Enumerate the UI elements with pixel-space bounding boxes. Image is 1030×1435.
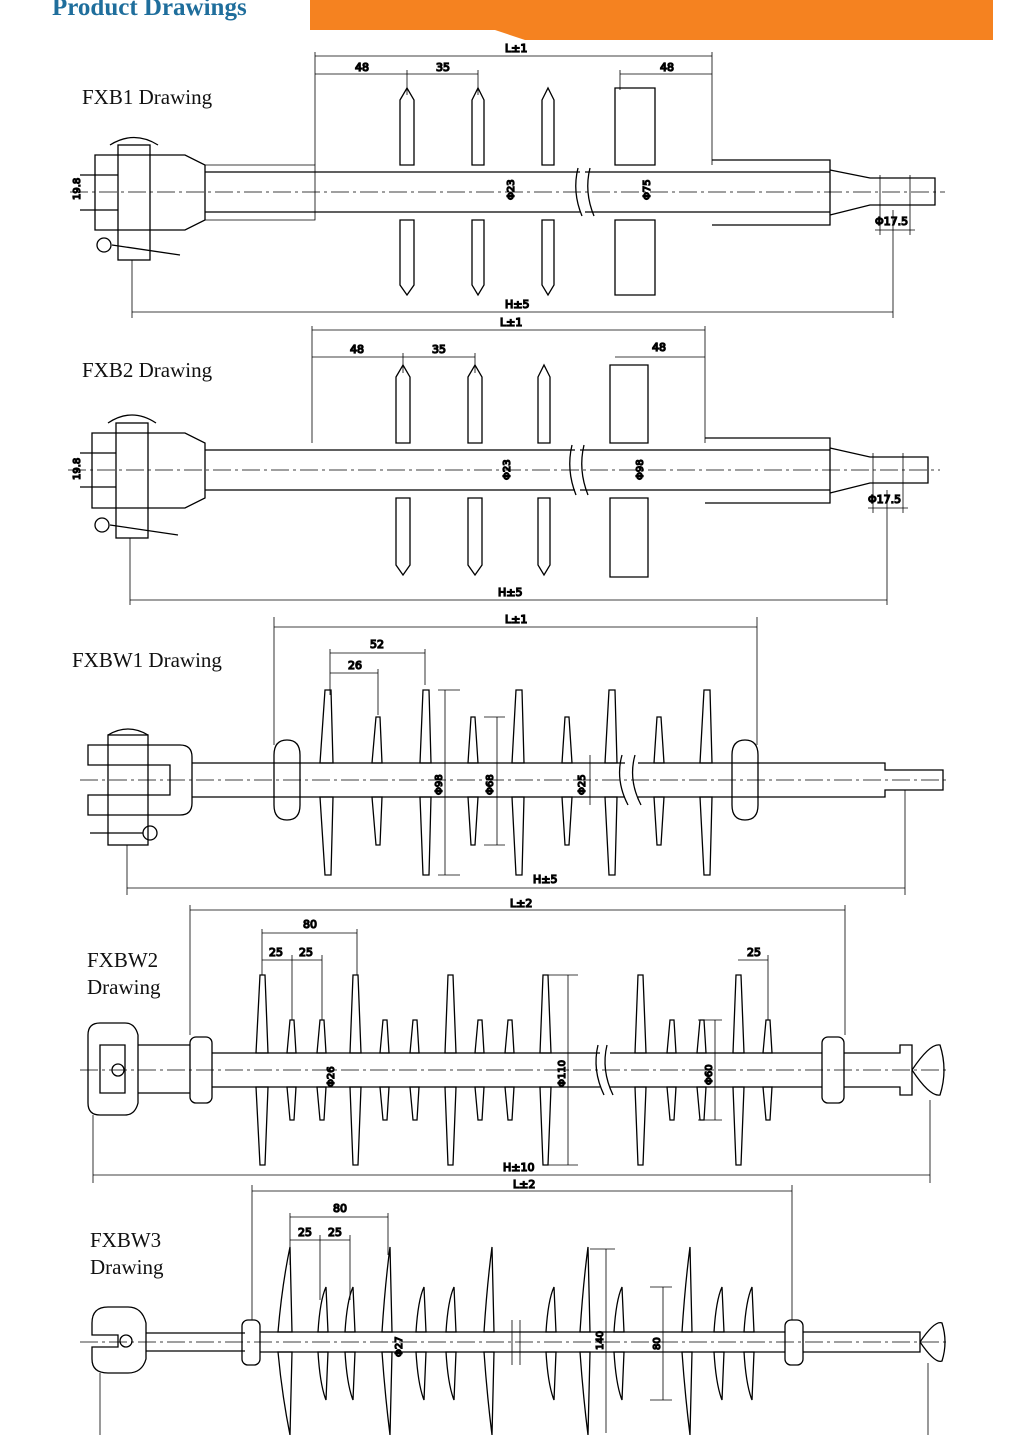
dim-b: 26 <box>348 659 362 672</box>
fxbw2-drawing: L±2 80 25 25 25 <box>80 896 950 1183</box>
dim-c: 25 <box>299 946 313 959</box>
dim-length: L±2 <box>513 1178 535 1191</box>
dim-b: 35 <box>436 61 450 74</box>
dim-shed2: Φ60 <box>704 1064 715 1085</box>
label-line: Drawing <box>90 1255 164 1279</box>
section-label: FXBW3 Drawing <box>90 1227 163 1281</box>
dim-shed: Φ98 <box>635 459 646 480</box>
dim-end: Φ17.5 <box>868 493 901 506</box>
dim-height: H±5 <box>533 873 558 886</box>
dim-b: 35 <box>432 343 446 356</box>
dim-shed: Φ75 <box>642 179 653 200</box>
page-title: Product Drawings <box>52 0 247 21</box>
dim-end: Φ17.5 <box>875 215 908 228</box>
dim-c: 48 <box>660 61 674 74</box>
fxb1-drawing: L±1 48 35 48 19.8 Φ23 Φ75 <box>70 41 945 318</box>
dim-length: L±1 <box>505 613 527 626</box>
dim-shed2: 80 <box>652 1337 663 1350</box>
dim-shed2: Φ68 <box>485 774 496 795</box>
dim-pin: 19.8 <box>72 178 83 200</box>
label-line: FXBW2 <box>87 948 159 972</box>
section-label: FXBW2 Drawing <box>87 947 160 1001</box>
section-label: FXBW1 Drawing <box>72 648 222 672</box>
dim-a: 48 <box>355 61 369 74</box>
header-accent-bar <box>310 0 993 40</box>
fxbw3-section: FXBW3 Drawing L±2 80 25 25 <box>0 1175 1030 1435</box>
dim-a: 52 <box>370 638 384 651</box>
dim-c: 25 <box>328 1226 342 1239</box>
dim-shed1: 140 <box>595 1331 606 1350</box>
dim-c: 48 <box>652 341 666 354</box>
fxbw2-section: FXBW2 Drawing L±2 80 25 25 25 <box>0 895 1030 1185</box>
section-label: FXB1 Drawing <box>82 85 213 109</box>
section-label: FXB2 Drawing <box>82 358 213 382</box>
dim-height: H±5 <box>498 586 523 599</box>
dim-length: L±2 <box>510 897 532 910</box>
fxbw1-drawing: L±1 52 26 <box>80 612 948 895</box>
dim-rod: Φ25 <box>577 774 588 795</box>
dim-shed1: Φ98 <box>434 774 445 795</box>
dim-a: 80 <box>303 918 317 931</box>
dim-rod: Φ23 <box>506 179 517 200</box>
dim-shed1: Φ110 <box>557 1060 568 1087</box>
dim-b: 25 <box>298 1226 312 1239</box>
dim-rod: Φ26 <box>326 1066 337 1087</box>
label-line: FXBW3 <box>90 1228 162 1252</box>
dim-d: 25 <box>747 946 761 959</box>
dim-rod: Φ27 <box>394 1336 405 1357</box>
dim-pin: 19.8 <box>72 458 83 480</box>
fxbw3-drawing: L±2 80 25 25 <box>80 1177 950 1435</box>
dim-a: 48 <box>350 343 364 356</box>
dim-length: L±1 <box>500 316 522 329</box>
dim-length: L±1 <box>505 42 527 55</box>
fxb2-drawing: L±1 48 35 48 19.8 Φ23 Φ98 Φ17.5 <box>68 315 940 605</box>
fxb1-section: FXB1 Drawing L±1 48 35 48 19.8 <box>0 40 1030 330</box>
dim-height: H±5 <box>505 298 530 311</box>
dim-height: H±10 <box>503 1161 535 1174</box>
label-line: Drawing <box>87 975 161 999</box>
dim-b: 25 <box>269 946 283 959</box>
fxbw1-section: FXBW1 Drawing L±1 52 26 <box>0 605 1030 900</box>
fxb2-section: FXB2 Drawing L±1 48 35 48 19.8 Φ2 <box>0 315 1030 610</box>
dim-a: 80 <box>333 1202 347 1215</box>
